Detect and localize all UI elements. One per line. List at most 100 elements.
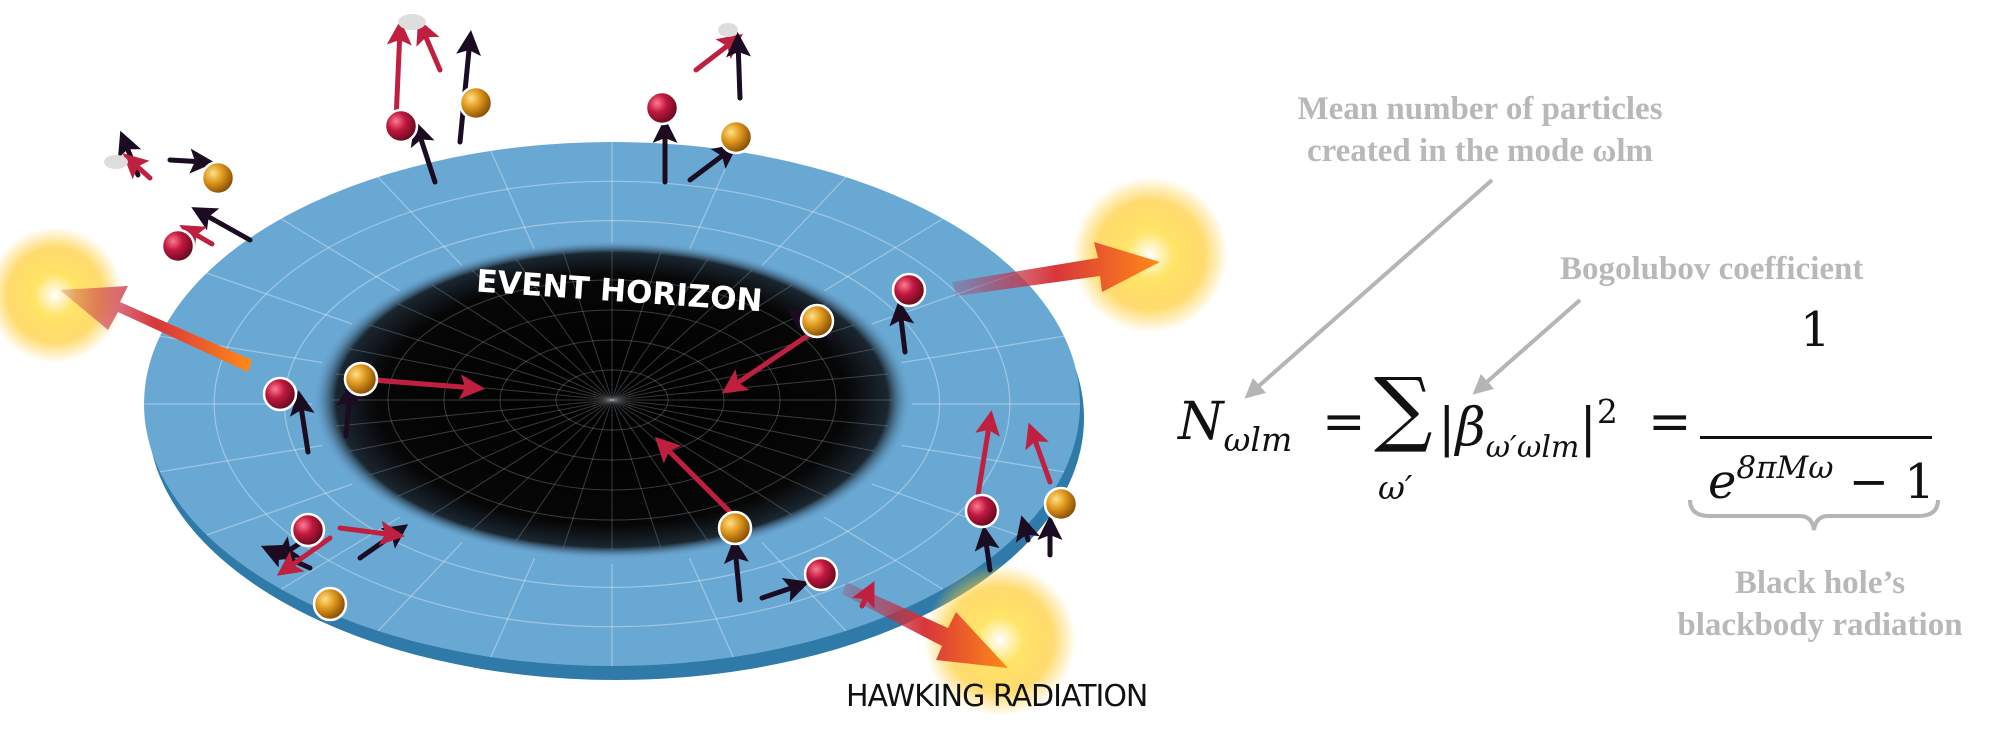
horizon-spoke	[515, 258, 613, 401]
particle-arrow	[276, 535, 333, 576]
particle-arrow	[289, 390, 315, 455]
horizon-spoke	[431, 284, 613, 401]
equation-sum-index: ω′	[1378, 468, 1412, 507]
horizon-ring	[387, 279, 837, 521]
annotation-pointers	[1244, 178, 1940, 531]
equation-denominator: e8πMω − 1	[1708, 450, 1935, 510]
particle-arrow	[117, 130, 142, 178]
particle-arrow	[654, 436, 733, 515]
disk-spoke	[490, 558, 535, 658]
particle-arrow	[337, 520, 405, 546]
particle-orange	[717, 510, 753, 546]
horizon-spoke	[611, 373, 888, 401]
horizon-spoke	[611, 399, 662, 548]
horizon-spoke	[611, 258, 709, 401]
horizon-spoke	[471, 399, 613, 531]
particle-arrow	[179, 224, 215, 249]
disk-spoke	[206, 483, 353, 536]
disk-spoke	[761, 176, 847, 266]
radiation-arrow-right	[952, 242, 1160, 296]
equation-equals-2: =	[1648, 392, 1692, 452]
disk-spoke	[823, 218, 944, 292]
eq-n-subscript: ωlm	[1223, 420, 1293, 459]
horizon-spoke	[562, 399, 613, 548]
equation-lhs: Nωlm	[1178, 392, 1292, 459]
horizon-spoke	[611, 399, 793, 516]
equation-beta-term: |βω′ωlm|2	[1438, 392, 1618, 465]
annotation-mean-number-line2: created in the mode ωlm	[1306, 133, 1654, 169]
horizon-spoke	[397, 399, 613, 497]
particle-arrow	[369, 374, 485, 400]
horizon-spoke	[348, 399, 613, 452]
particle-arrow	[336, 382, 362, 439]
disk-grid	[144, 142, 1080, 666]
horizon-spoke	[611, 399, 855, 476]
eq-den-exponent: 8πMω	[1736, 450, 1834, 486]
particle-orange	[1043, 486, 1079, 522]
particle-orange	[718, 119, 754, 155]
virtual-particles	[160, 85, 1079, 622]
horizon-spoke	[611, 284, 793, 401]
annotation-mean-number-line1: Mean number of particles	[1297, 91, 1663, 127]
eq-den-base: e	[1708, 454, 1737, 510]
horizon-spoke	[515, 399, 613, 542]
particle-arrow	[852, 581, 875, 610]
annotation-mean-number: Mean number of particles created in the …	[1240, 88, 1720, 172]
disk-spoke	[901, 335, 1065, 364]
particle-arrow	[693, 33, 743, 73]
particle-arrow	[416, 18, 443, 73]
particle-arrow	[726, 32, 752, 101]
annotation-blackbody-line2: blackbody radiation	[1677, 607, 1963, 643]
eq-sum-index-text: ω′	[1378, 468, 1413, 507]
horizon-spoke	[348, 348, 613, 401]
particle-red	[803, 556, 839, 592]
disk-spoke	[377, 176, 463, 266]
particle-arrow	[974, 525, 1000, 573]
horizon-spoke	[369, 399, 613, 476]
particle-red	[160, 228, 196, 264]
horizon-spoke	[611, 399, 709, 542]
radiation-arrow-left	[60, 286, 252, 372]
horizon-spoke	[336, 399, 613, 427]
disk-spoke	[377, 542, 463, 632]
horizon-spoke	[611, 399, 888, 427]
eq-beta-subscript: ω′ωlm	[1485, 430, 1580, 465]
annotation-bogolubov: Bogolubov coefficient	[1560, 251, 1864, 287]
escaped-puffs	[104, 14, 738, 169]
disk-ring	[213, 180, 1011, 628]
disk-spoke	[490, 150, 535, 250]
blackbody-brace	[1688, 499, 1940, 531]
equation-numerator: 1	[1800, 302, 1831, 358]
particle-orange	[200, 160, 236, 196]
horizon-spoke	[611, 399, 876, 452]
horizon-spoke	[611, 399, 827, 497]
eq-abs-power: 2	[1596, 392, 1618, 431]
disk-spoke	[689, 558, 734, 658]
particle-arrow	[975, 410, 1000, 498]
particle-arrow	[191, 207, 253, 243]
particle-orange	[312, 586, 348, 622]
eq-den-minus-one: − 1	[1833, 454, 1935, 510]
particle-red	[262, 376, 298, 412]
particle-arrow	[1015, 515, 1040, 543]
radiation-glows	[0, 177, 1228, 716]
particle-orange	[343, 361, 379, 397]
particle-red	[891, 272, 927, 308]
pointer-mean-number	[1244, 178, 1494, 399]
hawking-radiation-arrows	[60, 242, 1160, 668]
horizon-ring	[499, 339, 725, 461]
horizon-spoke	[369, 324, 613, 401]
equation-equals-1: =	[1322, 392, 1366, 452]
particle-arrow	[721, 327, 819, 394]
particle-arrow	[759, 578, 810, 602]
hawking-radiation-label: HAWKING RADIATION	[846, 679, 1147, 714]
equation-sum-symbol: ∑	[1374, 361, 1433, 456]
annotation-blackbody: Black hole’s blackbody radiation	[1620, 562, 2000, 646]
particle-arrow	[410, 120, 438, 185]
disk-spoke	[823, 516, 944, 590]
horizon-spoke	[611, 252, 662, 401]
particle-red	[383, 108, 419, 144]
particle-arrow	[167, 148, 215, 174]
disk-spoke	[206, 272, 353, 325]
horizon-spoke	[611, 269, 753, 401]
